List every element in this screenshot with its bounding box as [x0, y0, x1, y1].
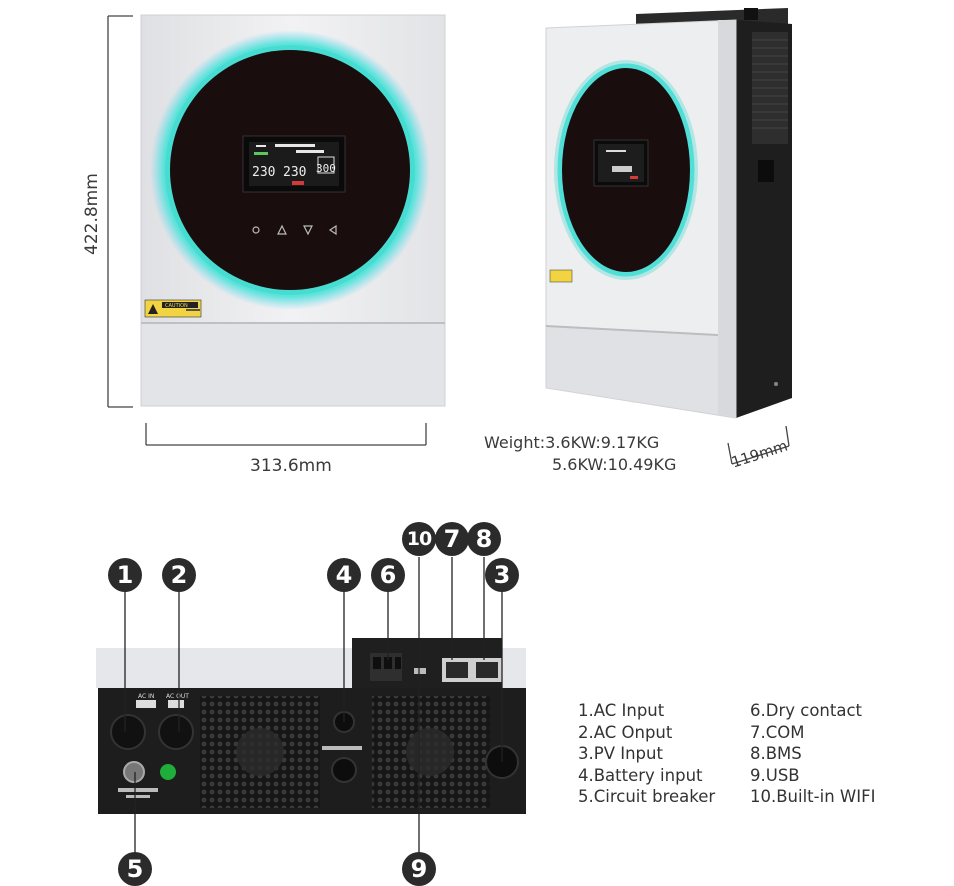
height-dimension-line [107, 15, 133, 408]
legend-item-2: 2.AC Onput [578, 722, 673, 742]
lcd-reading-2: 230 [283, 165, 306, 180]
legend-item-9: 9.USB [750, 765, 800, 785]
callout-leader-lines [124, 557, 503, 854]
legend-right-column: 6.Dry contact 7.COM 8.BMS 9.USB 10.Built… [750, 700, 875, 808]
callout-badge-5: 5 [118, 852, 152, 886]
callout-badge-8: 8 [467, 522, 501, 556]
width-label: 313.6mm [250, 456, 332, 476]
ac-in-label: AC IN [138, 693, 154, 700]
legend-item-4: 4.Battery input [578, 765, 703, 785]
callout-badge-1: 1 [108, 558, 142, 592]
inverter-front: 230 230 300 CAUTION [140, 14, 446, 407]
lcd-reading-1: 230 [252, 165, 275, 180]
callout-badge-10: 10 [402, 522, 436, 556]
callout-badge-3: 3 [485, 558, 519, 592]
legend-item-7: 7.COM [750, 722, 805, 742]
legend-item-3: 3.PV Input [578, 744, 663, 763]
weight-line-2: 5.6KW:10.49KG [552, 455, 677, 474]
front-view-illustration: 230 230 300 CAUTION [107, 8, 792, 465]
callout-badge-9: 9 [402, 852, 436, 886]
legend-item-1: 1.AC Input [578, 701, 665, 720]
depth-dimension-line [727, 425, 790, 465]
lcd-reading-3: 300 [316, 162, 336, 175]
callout-badge-7: 7 [435, 522, 469, 556]
ac-out-label: AC OUT [166, 693, 189, 700]
inverter-angled-view [545, 8, 792, 419]
legend-item-10: 10.Built-in WIFI [750, 787, 876, 806]
legend-item-8: 8.BMS [750, 744, 802, 763]
height-label: 422.8mm [82, 173, 102, 255]
callout-badge-6: 6 [371, 558, 405, 592]
callout-badge-2: 2 [162, 558, 196, 592]
legend-item-5: 5.Circuit breaker [578, 787, 716, 806]
width-dimension-line [145, 423, 427, 446]
front-button-row [252, 224, 337, 236]
caution-text: CAUTION [165, 303, 188, 309]
rear-view-illustration: AC IN AC OUT [96, 557, 526, 854]
legend-left-column: 1.AC Input 2.AC Onput 3.PV Input 4.Batte… [578, 700, 715, 808]
weight-line-1: Weight:3.6KW:9.17KG [484, 433, 660, 452]
callout-badge-4: 4 [327, 558, 361, 592]
legend-item-6: 6.Dry contact [750, 701, 862, 720]
